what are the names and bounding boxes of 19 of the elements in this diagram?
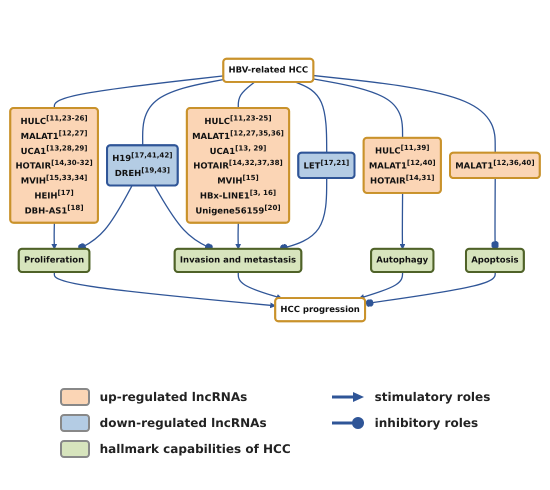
connector (238, 82, 255, 108)
legend-label: hallmark capabilities of HCC (100, 442, 291, 456)
connector (491, 178, 500, 250)
arrow (400, 193, 406, 250)
legend-label: stimulatory roles (374, 390, 490, 404)
connector (314, 78, 404, 138)
connector (142, 78, 224, 146)
legend-label: inhibitory roles (374, 416, 478, 430)
arrow (51, 223, 58, 250)
arrow (358, 272, 404, 300)
legend-label: down-regulated lncRNAs (100, 416, 267, 430)
connector (365, 272, 496, 307)
connector (54, 75, 224, 108)
arrow (54, 272, 276, 308)
arrow (235, 223, 242, 250)
arrow (238, 272, 282, 300)
legend-label: up-regulated lncRNAs (100, 390, 248, 404)
connector (296, 82, 328, 154)
connector (314, 74, 496, 154)
